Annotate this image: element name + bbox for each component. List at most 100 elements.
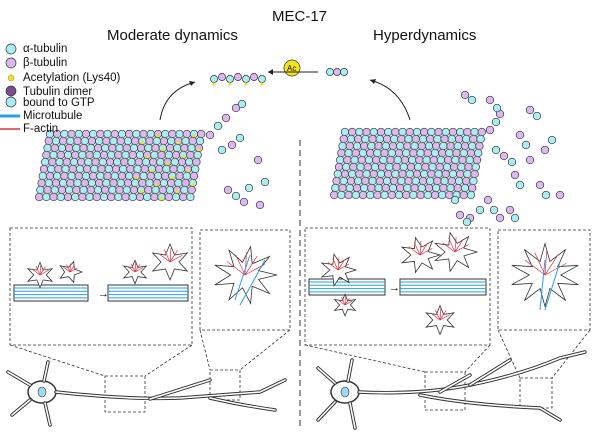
right-neuron-nucleus [340, 386, 350, 398]
lattice-subunit [44, 178, 53, 188]
lattice-subunit [171, 150, 181, 160]
arrow-glyph: → [98, 288, 109, 300]
lattice-subunit [180, 185, 189, 195]
arrowhead [370, 79, 376, 84]
lattice-subunit [384, 127, 393, 137]
lattice-subunit [84, 157, 93, 167]
legend-microtubule: Microtubule [23, 110, 83, 122]
lattice-subunit [412, 127, 422, 137]
lattice-subunit [134, 157, 143, 167]
f-actin-line [435, 309, 441, 321]
lattice-subunit [110, 171, 119, 181]
lattice-subunit [468, 183, 477, 193]
f-actin-line [439, 310, 447, 321]
lattice-subunit [169, 164, 178, 174]
acetylation-mark [176, 141, 180, 145]
lattice-subunit [108, 143, 117, 153]
lattice-subunit [185, 157, 194, 167]
lattice-subunit [114, 192, 123, 202]
f-actin-line [344, 300, 353, 306]
lattice-subunit [182, 171, 191, 181]
lattice-subunit [380, 190, 389, 200]
tubulin-subunit [467, 95, 477, 105]
lattice-subunit [81, 129, 91, 139]
f-actin-line [442, 242, 456, 253]
lattice-subunit [346, 134, 356, 144]
f-actin-line [134, 264, 141, 273]
lattice-subunit [116, 136, 125, 146]
lattice-subunit [355, 169, 364, 179]
lattice-subunit [153, 171, 163, 181]
lattice-subunit [95, 136, 104, 146]
lattice-subunit [113, 157, 122, 167]
lattice-subunit [129, 185, 139, 195]
lattice-subunit [367, 183, 376, 193]
lattice-subunit [182, 129, 191, 139]
lattice-subunit [470, 127, 479, 137]
acetylation-mark [134, 176, 138, 180]
lattice-subunit [137, 143, 146, 153]
lattice-subunit [367, 141, 376, 151]
lattice-subunit [125, 129, 134, 139]
lattice-subunit [348, 169, 357, 179]
axon-shaft [13, 284, 89, 302]
lattice-subunit [41, 157, 50, 167]
tubulin-subunit [515, 180, 525, 190]
lattice-subunit [404, 134, 413, 144]
lattice-subunit [355, 127, 364, 137]
tubulin-subunit [210, 75, 218, 83]
connector-line [144, 344, 193, 377]
lattice-subunit [427, 127, 436, 137]
lattice-subunit [103, 171, 112, 181]
lattice-subunit [448, 127, 458, 137]
lattice-subunit [387, 190, 396, 200]
f-actin-line [63, 266, 71, 273]
lattice-subunit [59, 136, 68, 146]
lattice-subunit [388, 141, 398, 151]
lattice-subunit [475, 141, 484, 151]
lattice-subunit [469, 134, 478, 144]
arrow-release-right [369, 79, 411, 121]
lattice-subunit [397, 176, 406, 186]
lattice-subunit [466, 190, 476, 200]
tubulin-subunit [227, 140, 237, 150]
lattice-subunit [381, 141, 390, 151]
tubulin-subunit [340, 68, 348, 76]
lattice-subunit [123, 178, 133, 188]
lattice-subunit [144, 185, 153, 195]
lattice-subunit [104, 164, 113, 174]
lattice-subunit [174, 178, 183, 188]
f-actin-line [534, 252, 546, 276]
lattice-subunit [72, 185, 81, 195]
lattice-subunit [121, 150, 130, 160]
lattice-subunit [426, 134, 435, 144]
lattice-subunit [114, 150, 123, 160]
zoom-inset-box [199, 229, 291, 331]
lattice-subunit [42, 150, 51, 160]
lattice-subunit [345, 141, 354, 151]
acetylation-mark [192, 134, 196, 138]
tubulin-subunit [239, 197, 249, 207]
tubulin-subunit [521, 140, 531, 150]
lattice-subunit [176, 164, 185, 174]
left-panel-title: Moderate dynamics [107, 27, 238, 44]
tubulin-subunit [226, 75, 234, 83]
tubulin-subunit [510, 213, 520, 223]
f-actin-line [344, 297, 350, 306]
f-actin-line [544, 254, 559, 276]
alpha-tubulin-icon [5, 43, 17, 55]
tubulin-subunit [491, 117, 501, 127]
lattice-subunit [102, 136, 111, 146]
acetylation-mark [155, 183, 159, 187]
lattice-subunit [433, 134, 442, 144]
lattice-subunit [430, 190, 440, 200]
lattice-subunit [398, 127, 407, 137]
f-actin-line [341, 297, 346, 306]
lattice-subunit [330, 190, 339, 200]
lattice-subunit [354, 176, 363, 186]
connector-line [464, 344, 491, 373]
lattice-subunit [368, 176, 377, 186]
lattice-subunit [128, 192, 137, 202]
lattice-subunit [140, 164, 149, 174]
